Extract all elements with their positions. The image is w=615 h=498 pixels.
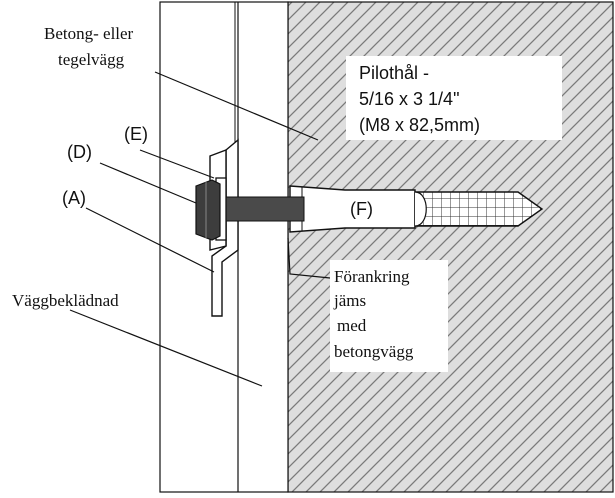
part-f-label: (F) [350, 199, 373, 219]
part-f-label-box [344, 194, 388, 222]
part-a-label: (A) [62, 188, 86, 208]
anchor-label-line3: med [337, 316, 367, 335]
leader-anchor [287, 237, 331, 279]
hex-nut-d [195, 179, 221, 241]
wall-cladding-label: Väggbeklädnad [12, 291, 119, 310]
anchor-thread [414, 191, 544, 227]
part-d-label: (D) [67, 142, 92, 162]
bracket-a [211, 138, 239, 317]
leader-part-a [85, 207, 215, 273]
part-e-label: (E) [124, 124, 148, 144]
pilot-hole-label-line3: (M8 x 82,5mm) [359, 115, 480, 135]
leader-part-d [99, 162, 197, 204]
pilot-hole-label-line1: Pilothål - [359, 63, 429, 83]
anchor-label-line1: Förankring [334, 267, 410, 286]
wall-type-label-line1: Betong- eller [44, 24, 134, 43]
leader-part-e [139, 149, 215, 179]
anchor-label-line2: jäms [333, 291, 366, 310]
bolt-shaft [217, 196, 305, 222]
anchor-label-box [330, 260, 448, 372]
leader-wall-type [154, 71, 319, 141]
pilot-hole-label-line2: 5/16 x 3 1/4" [359, 89, 459, 109]
wall-type-label-line2: tegelvägg [58, 50, 125, 69]
pilot-hole-label-box [346, 56, 562, 140]
leader-wall-cladding [69, 309, 263, 387]
anchor-label-line4: betongvägg [334, 342, 414, 361]
screw-tip [414, 191, 427, 227]
